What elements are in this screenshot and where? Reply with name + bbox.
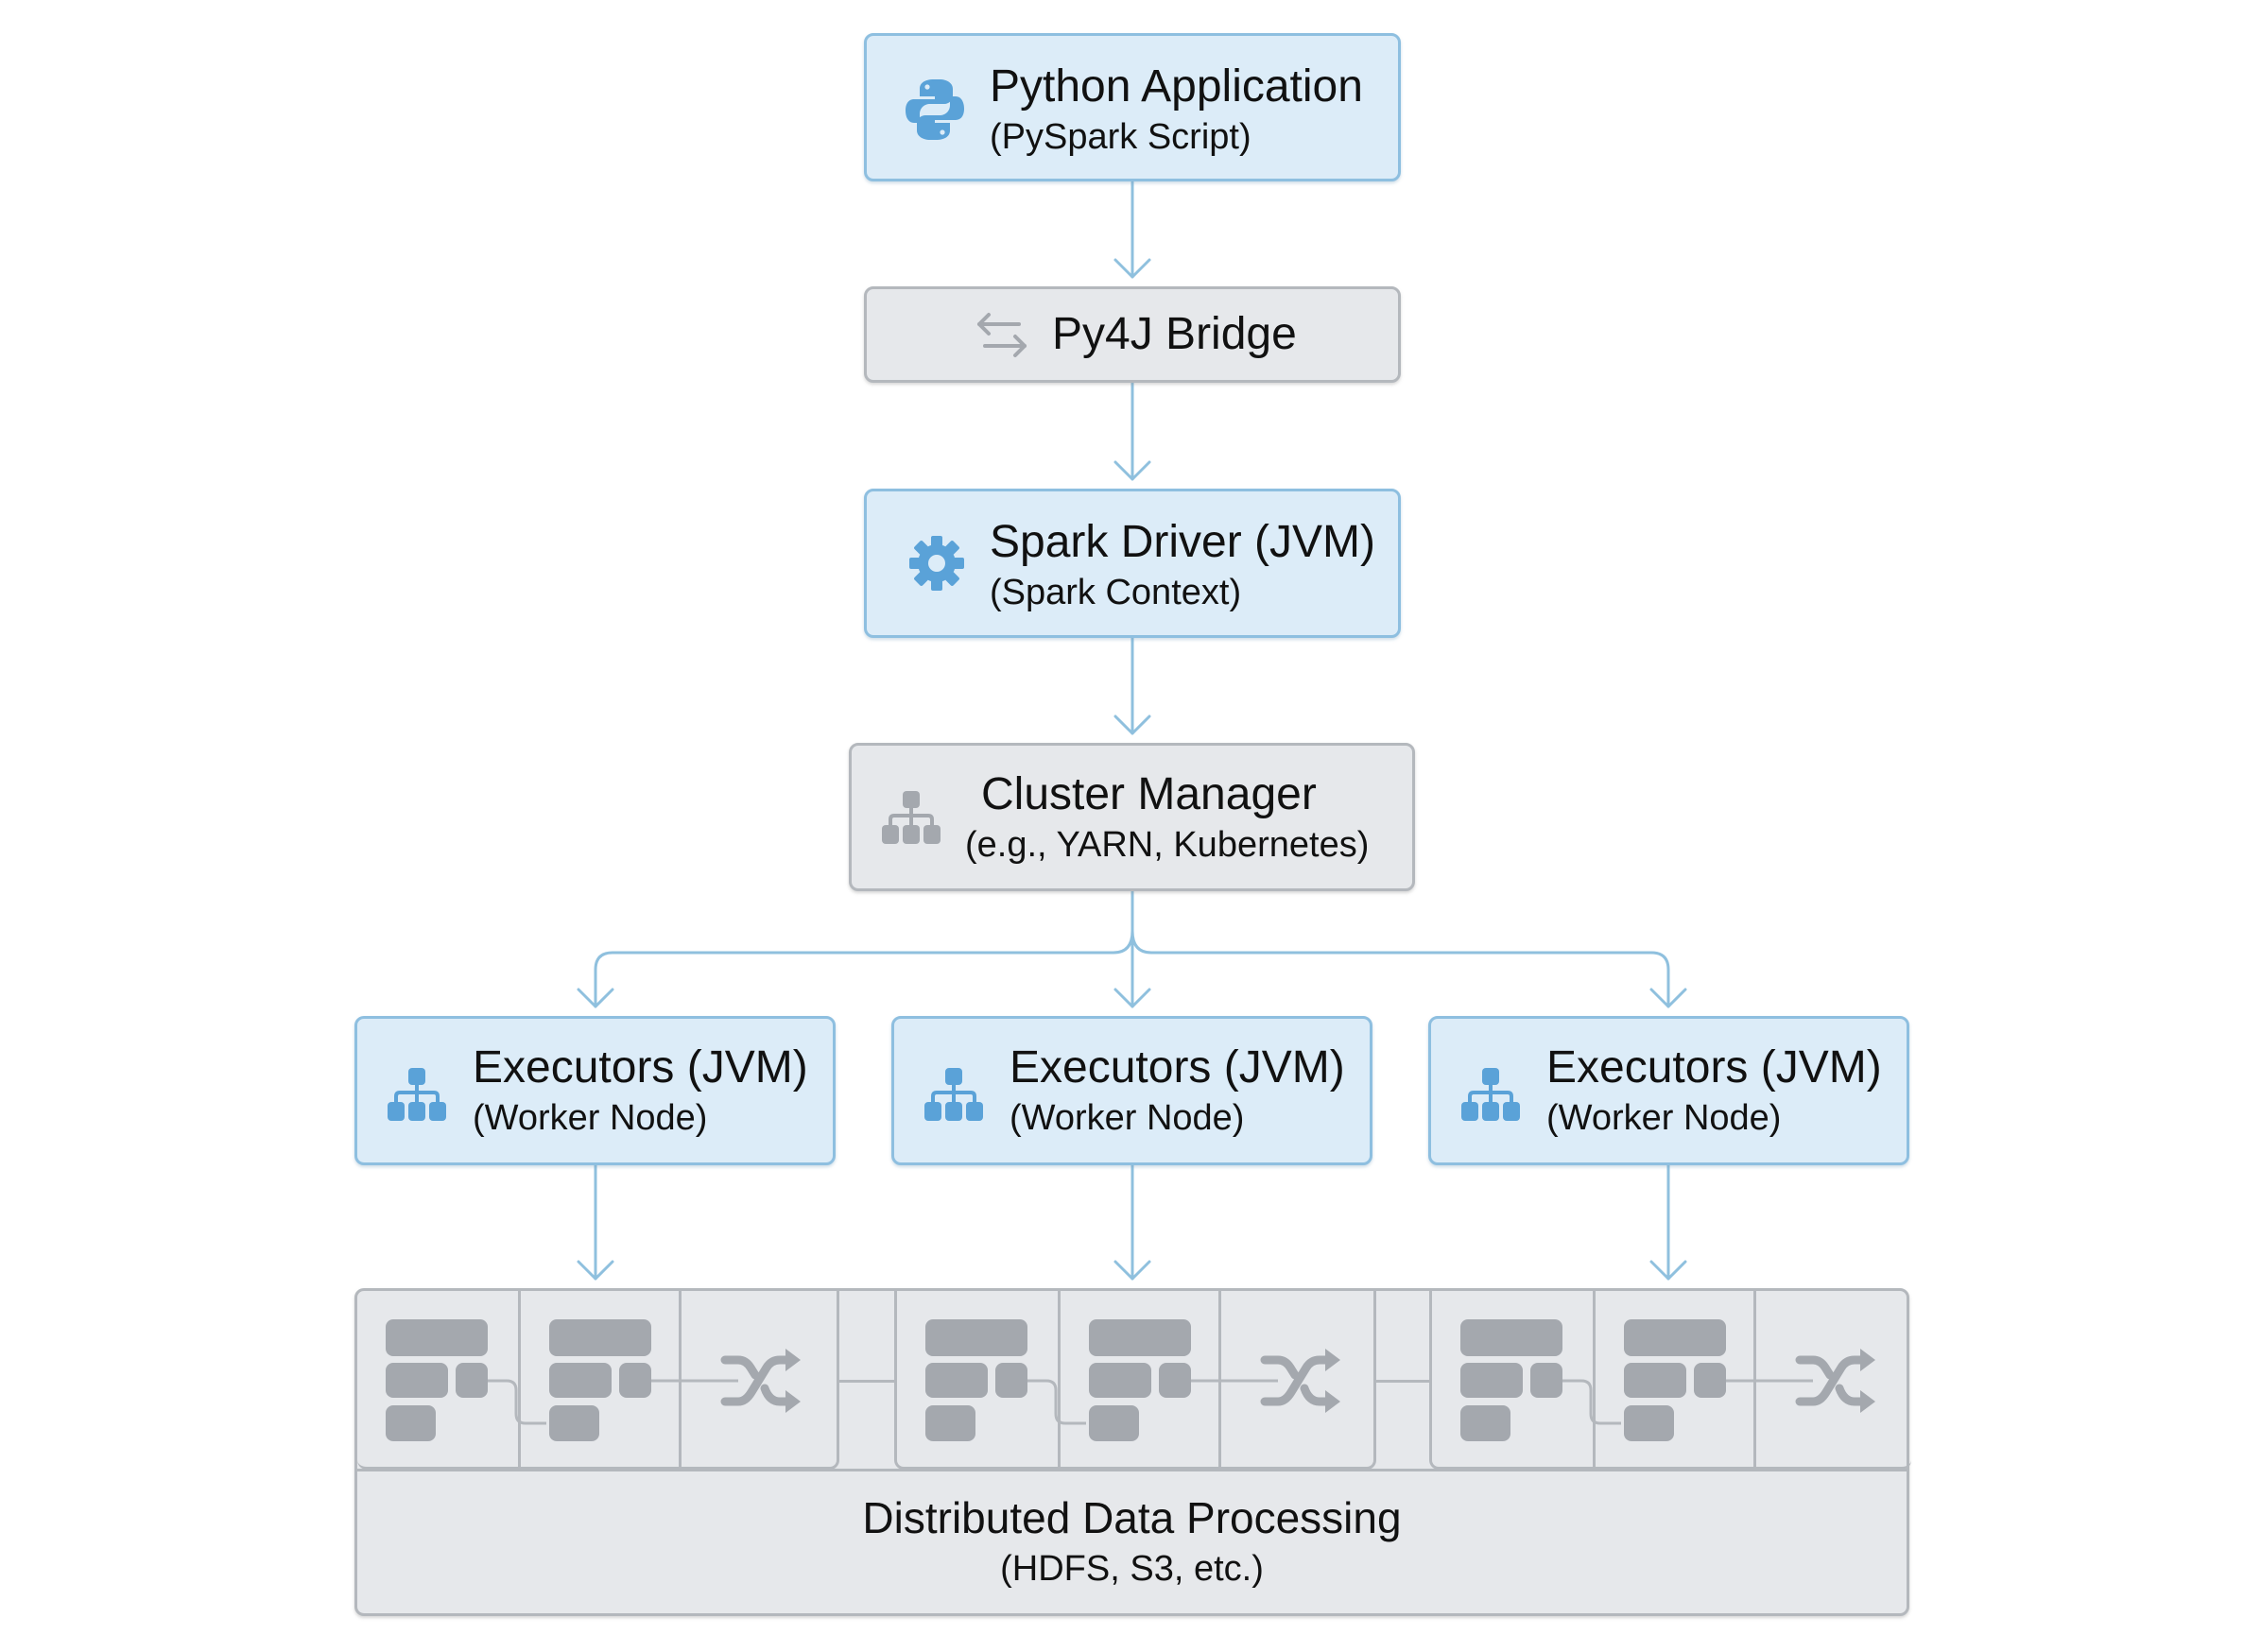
partition-group-3 xyxy=(1429,1291,1911,1470)
node-title: Spark Driver (JVM) xyxy=(990,517,1376,567)
task-block xyxy=(925,1363,988,1398)
spark-driver-node: Spark Driver (JVM) (Spark Context) xyxy=(864,489,1401,638)
task-block xyxy=(386,1405,436,1441)
block-link-icon xyxy=(488,1379,546,1425)
node-title: Distributed Data Processing xyxy=(862,1493,1402,1542)
partition-group-2 xyxy=(894,1291,1376,1470)
task-blocks-cell xyxy=(1058,1291,1278,1467)
task-block xyxy=(1460,1363,1523,1398)
task-blocks-cell xyxy=(897,1291,1086,1467)
shuffle-icon xyxy=(1260,1349,1340,1413)
executor-node-1: Executors (JVM) (Worker Node) xyxy=(354,1016,836,1165)
task-block xyxy=(1624,1319,1726,1356)
node-subtitle: (Worker Node) xyxy=(473,1098,708,1138)
node-subtitle: (HDFS, S3, etc.) xyxy=(1000,1549,1264,1589)
block-link-icon xyxy=(651,1379,738,1383)
shuffle-icon xyxy=(1795,1349,1875,1413)
arrow-cluster-to-executor-1 xyxy=(577,929,1134,1008)
arrow-cluster-to-executor-3 xyxy=(1130,929,1687,1008)
partition-row xyxy=(357,1291,1911,1470)
task-block xyxy=(1694,1363,1726,1398)
task-blocks-cell xyxy=(357,1291,546,1467)
node-title: Executors (JVM) xyxy=(1546,1042,1882,1093)
group-connector xyxy=(839,1380,894,1383)
task-block xyxy=(549,1319,651,1356)
task-block xyxy=(1530,1363,1562,1398)
task-blocks-cell xyxy=(1593,1291,1813,1467)
node-title: Executors (JVM) xyxy=(1010,1042,1345,1093)
node-subtitle: (PySpark Script) xyxy=(990,117,1251,157)
task-block xyxy=(1460,1405,1510,1441)
arrow-py4j-to-driver xyxy=(1113,381,1151,481)
task-block xyxy=(549,1363,612,1398)
task-block xyxy=(386,1363,448,1398)
task-block xyxy=(1089,1363,1151,1398)
task-block xyxy=(549,1405,599,1441)
partition-group-1 xyxy=(357,1291,839,1470)
hierarchy-icon xyxy=(924,1068,983,1121)
arrow-python-to-py4j xyxy=(1113,180,1151,279)
task-block xyxy=(1089,1405,1139,1441)
node-subtitle: (Worker Node) xyxy=(1546,1098,1782,1138)
task-block xyxy=(1624,1363,1686,1398)
node-subtitle: (Worker Node) xyxy=(1010,1098,1245,1138)
task-blocks-cell xyxy=(518,1291,738,1467)
shuffle-stage-cell xyxy=(679,1291,839,1467)
node-title: Cluster Manager xyxy=(981,769,1317,819)
hierarchy-icon xyxy=(388,1068,446,1121)
distributed-storage-node: Distributed Data Processing (HDFS, S3, e… xyxy=(354,1288,1911,1616)
shuffle-stage-cell xyxy=(1753,1291,1914,1467)
block-link-icon xyxy=(1726,1379,1813,1383)
task-block xyxy=(995,1363,1027,1398)
arrow-executor-1-to-storage xyxy=(577,1163,614,1281)
executor-node-3: Executors (JVM) (Worker Node) xyxy=(1428,1016,1909,1165)
group-connector xyxy=(1376,1380,1429,1383)
executor-node-2: Executors (JVM) (Worker Node) xyxy=(891,1016,1372,1165)
hierarchy-icon xyxy=(1461,1068,1520,1121)
shuffle-stage-cell xyxy=(1218,1291,1379,1467)
swap-arrows-icon xyxy=(977,313,1027,357)
gear-icon xyxy=(909,536,964,591)
cluster-manager-node: Cluster Manager (e.g., YARN, Kubernetes) xyxy=(849,743,1415,891)
node-title: Executors (JVM) xyxy=(473,1042,808,1093)
node-title: Python Application xyxy=(990,61,1363,112)
storage-divider xyxy=(357,1469,1907,1471)
block-link-icon xyxy=(1027,1379,1086,1425)
block-link-icon xyxy=(1562,1379,1621,1425)
task-block xyxy=(1089,1319,1191,1356)
python-logo-icon xyxy=(906,79,964,140)
node-subtitle: (e.g., YARN, Kubernetes) xyxy=(965,825,1370,865)
arrow-cluster-to-executor-2 xyxy=(1113,889,1151,1008)
task-block xyxy=(1460,1319,1562,1356)
py4j-bridge-node: Py4J Bridge xyxy=(864,286,1401,383)
arrow-executor-3-to-storage xyxy=(1649,1163,1687,1281)
task-blocks-cell xyxy=(1432,1291,1621,1467)
task-block xyxy=(619,1363,651,1398)
arrow-executor-2-to-storage xyxy=(1113,1163,1151,1281)
task-block xyxy=(1159,1363,1191,1398)
block-link-icon xyxy=(1191,1379,1278,1383)
hierarchy-icon xyxy=(882,791,941,844)
task-block xyxy=(925,1405,975,1441)
node-title: Py4J Bridge xyxy=(1052,309,1297,359)
node-subtitle: (Spark Context) xyxy=(990,573,1242,612)
task-block xyxy=(1624,1405,1674,1441)
shuffle-icon xyxy=(720,1349,801,1413)
arrow-driver-to-cluster-manager xyxy=(1113,636,1151,735)
task-block xyxy=(386,1319,488,1356)
task-block xyxy=(925,1319,1027,1356)
task-block xyxy=(456,1363,488,1398)
python-application-node: Python Application (PySpark Script) xyxy=(864,33,1401,181)
